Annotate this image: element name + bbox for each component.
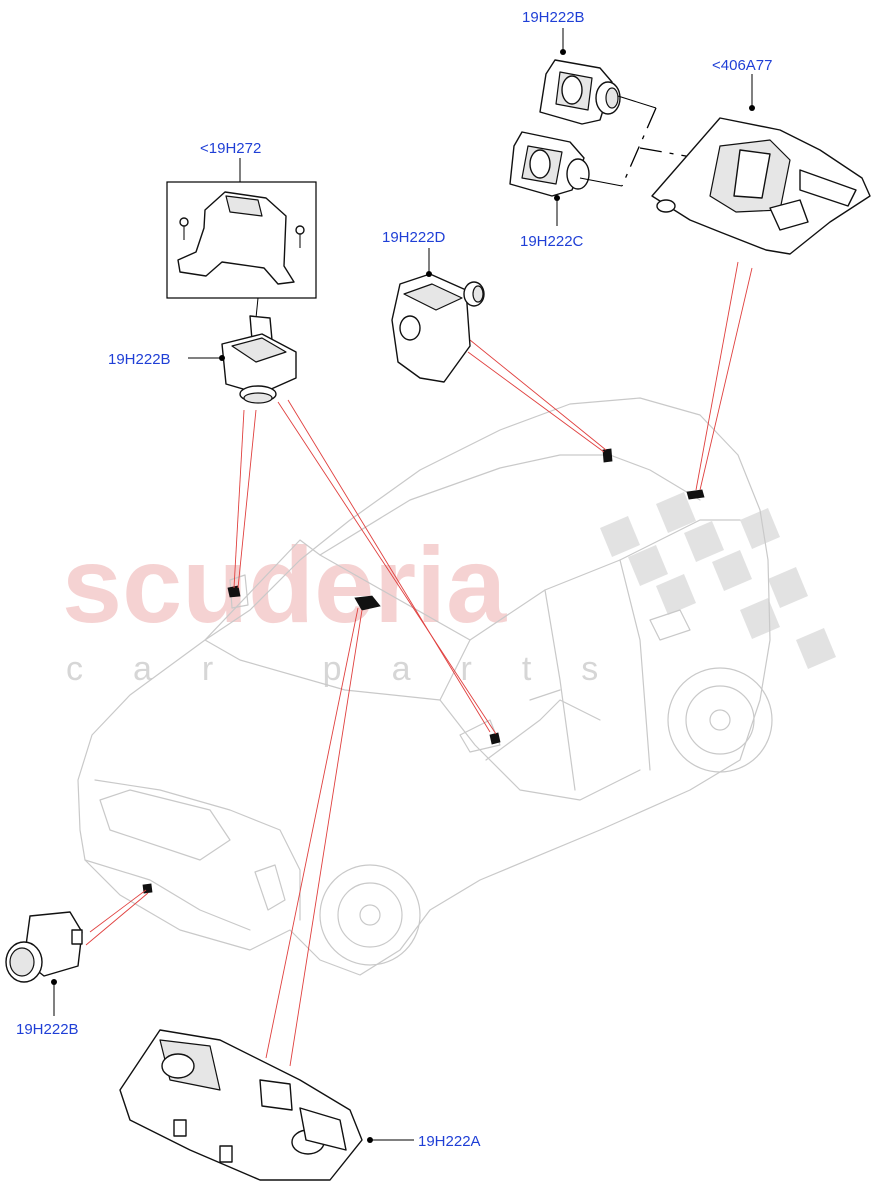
watermark-brand: scuderia <box>62 524 507 645</box>
camera-front-b <box>5 911 83 983</box>
camera-left-b <box>221 297 297 404</box>
mount-points <box>142 448 705 894</box>
watermark-subtitle: car parts <box>66 650 648 688</box>
pointer-lines <box>85 261 753 1067</box>
callout-d: 19H222D <box>382 229 446 246</box>
camera-module-a <box>119 1029 363 1181</box>
callout-ref-19h272: <19H272 <box>200 140 261 157</box>
windscreen-camera-mount <box>354 595 381 611</box>
vehicle-outline <box>77 397 773 976</box>
assembly-connectors <box>579 95 721 187</box>
roof-camera-mount <box>602 448 613 463</box>
watermark-checker-flag <box>600 492 836 669</box>
callout-front-b: 19H222B <box>16 1021 79 1038</box>
camera-top-c <box>509 131 590 197</box>
left-mirror-camera-mount <box>489 732 501 745</box>
watermark: scuderia car parts <box>62 492 836 688</box>
bracket-19h272-box <box>166 181 317 299</box>
rear-camera-mount <box>686 489 705 500</box>
top-left-mount <box>227 585 241 598</box>
camera-d <box>391 273 485 383</box>
callout-top-c: 19H222C <box>520 233 584 250</box>
rear-camera-bracket <box>651 117 871 255</box>
callout-left-b: 19H222B <box>108 351 171 368</box>
leader-lines <box>51 28 755 1143</box>
callout-a: 19H222A <box>418 1133 481 1150</box>
camera-top-b <box>539 59 621 125</box>
callout-top-b: 19H222B <box>522 9 585 26</box>
callout-labels: 19H222B <406A77 <19H272 19H222C 19H222D … <box>16 9 772 1150</box>
callout-ref-406a77: <406A77 <box>712 57 772 74</box>
